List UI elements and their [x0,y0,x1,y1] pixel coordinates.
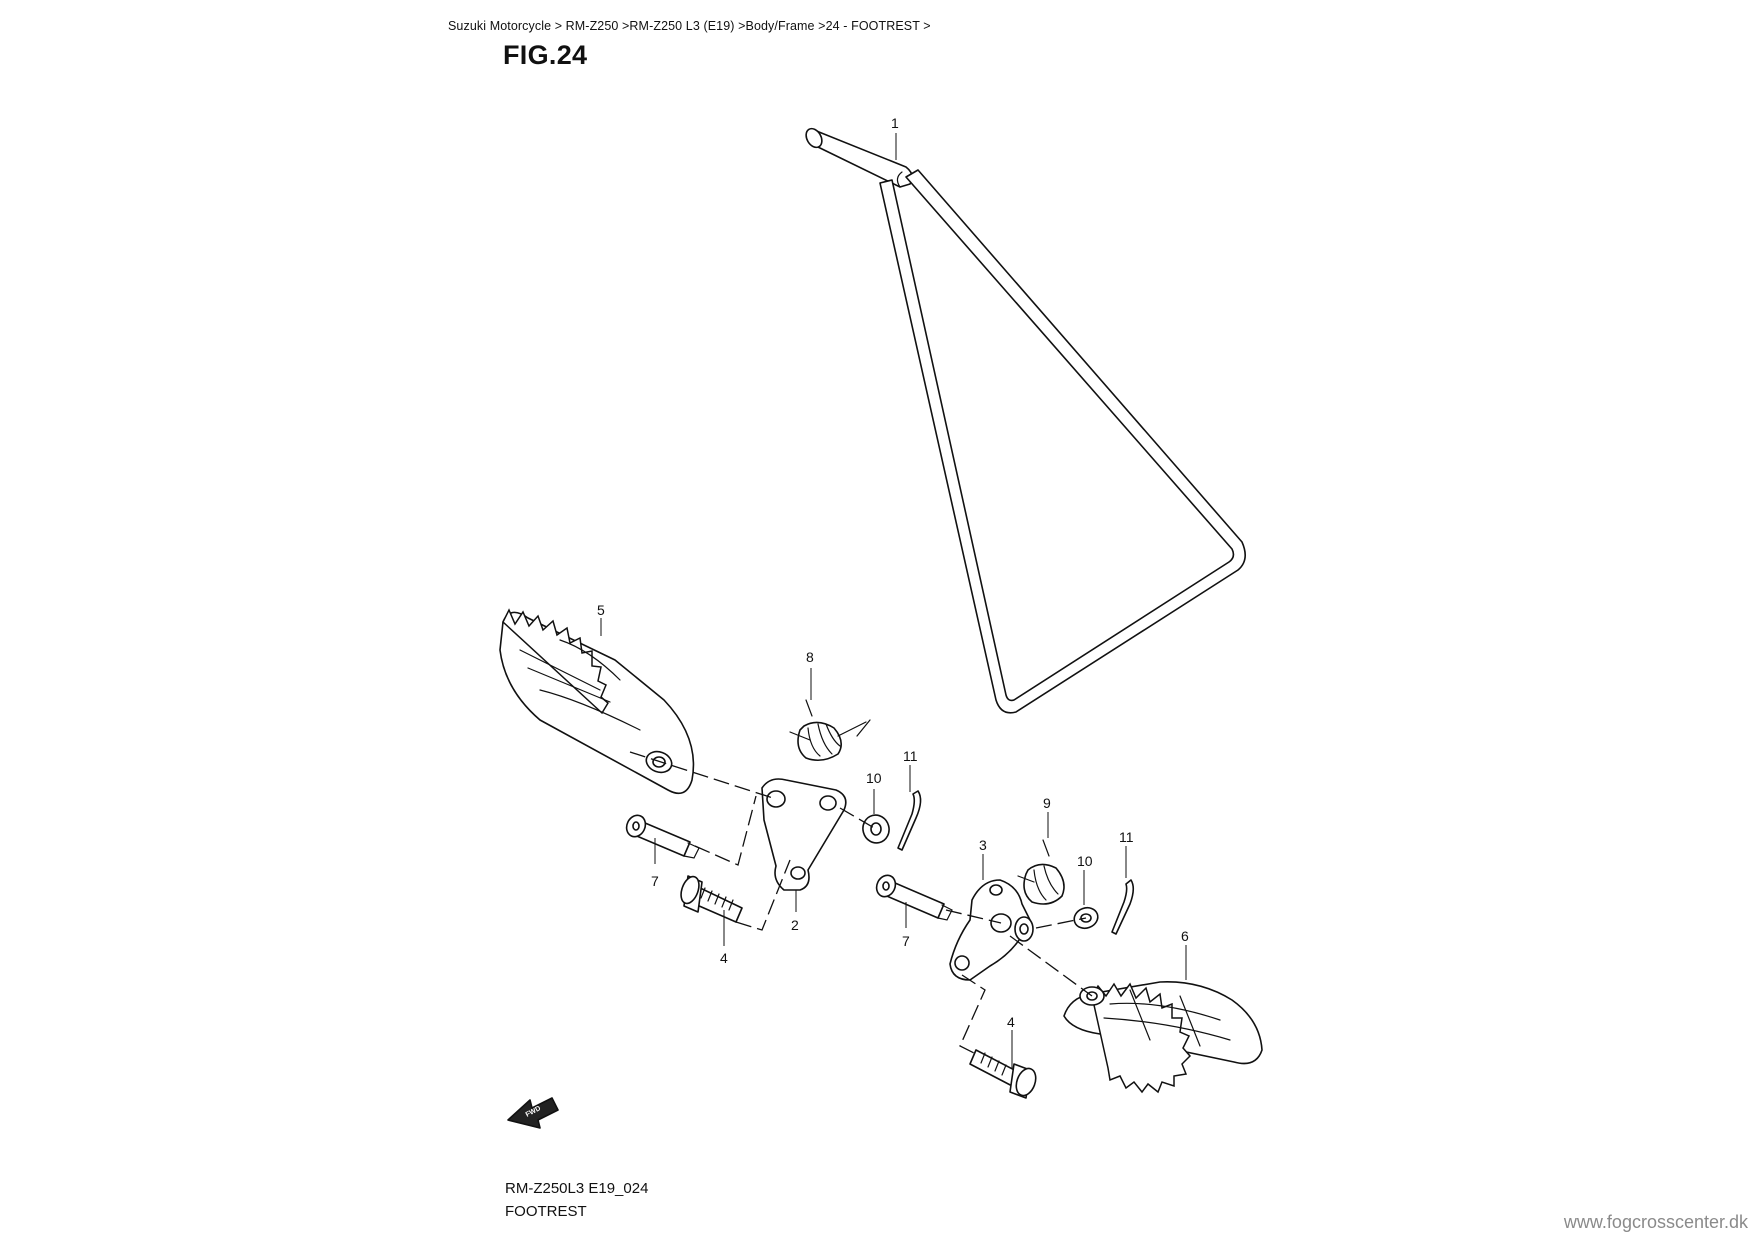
callout-4-left: 4 [720,950,728,966]
callouts: 1 5 8 11 10 9 11 10 3 7 2 7 4 [597,115,1189,1068]
diagram-reference-name: FOOTREST [505,1203,587,1220]
part-9-spring-right [1017,839,1065,905]
callout-11-left: 11 [903,748,918,764]
part-6-footpeg-right [1063,981,1263,1094]
callout-9: 9 [1043,795,1051,811]
callout-7-right: 7 [902,933,910,949]
part-3-bracket-right [949,879,1034,981]
callout-10-left: 10 [866,770,882,786]
figure-title: FIG.24 [503,40,588,70]
callout-4-right: 4 [1007,1014,1015,1030]
part-11-cotter-pin-left [897,790,922,851]
website-watermark: www.fogcrosscenter.dk [1563,1212,1748,1232]
part-4-bolt-right [969,1049,1037,1099]
part-1-stand [805,127,1246,714]
callout-11-right: 11 [1119,829,1134,845]
callout-7-left: 7 [651,873,659,889]
callout-5: 5 [597,602,605,618]
part-8-spring-left [789,699,871,762]
forward-arrow-icon: FWD [507,1097,559,1129]
callout-1: 1 [891,115,899,131]
part-5-footpeg-left [499,608,695,795]
callout-2: 2 [791,917,799,933]
part-10-washer-left [862,814,890,844]
diagram-reference-code: RM-Z250L3 E19_024 [505,1180,649,1197]
part-7-pin-left [625,814,700,859]
assembly-lines [629,751,1093,1055]
callout-6: 6 [1181,928,1189,944]
part-11-cotter-pin-right [1111,879,1135,935]
part-7-pin-right [875,874,953,921]
part-4-bolt-left [680,875,743,923]
breadcrumb: Suzuki Motorcycle > RM-Z250 >RM-Z250 L3 … [448,19,931,33]
callout-3: 3 [979,837,987,853]
callout-8: 8 [806,649,814,665]
part-2-bracket-left [761,778,847,891]
callout-10-right: 10 [1077,853,1093,869]
